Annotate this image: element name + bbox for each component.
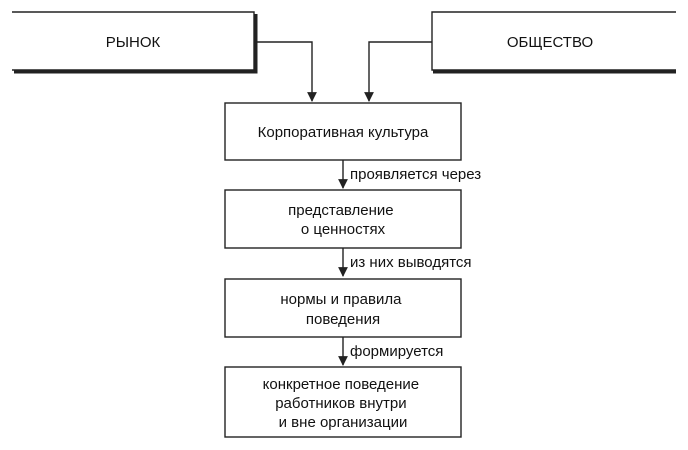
- norms-box: нормы и правила поведения: [224, 278, 462, 338]
- norms-to-behavior-label: формируется: [350, 343, 443, 360]
- values-box: представление о ценностях: [224, 189, 462, 249]
- culture-label: Корпоративная культура: [258, 124, 429, 141]
- market-box: РЫНОК: [12, 11, 258, 74]
- values-to-norms-label: из них выводятся: [350, 254, 472, 271]
- behavior-label: конкретное поведение работников внутри и…: [263, 376, 424, 431]
- market-label: РЫНОК: [106, 34, 161, 51]
- market-to-culture-arrow: [254, 41, 317, 102]
- culture-to-values-label: проявляется через: [350, 166, 481, 183]
- society-to-culture-arrow: [364, 41, 432, 102]
- society-label: ОБЩЕСТВО: [507, 34, 593, 51]
- values-label: представление о ценностях: [288, 202, 398, 238]
- society-box: ОБЩЕСТВО: [431, 11, 676, 74]
- norms-label: нормы и правила поведения: [280, 291, 405, 328]
- culture-box: Корпоративная культура: [224, 102, 462, 161]
- behavior-box: конкретное поведение работников внутри и…: [224, 366, 462, 438]
